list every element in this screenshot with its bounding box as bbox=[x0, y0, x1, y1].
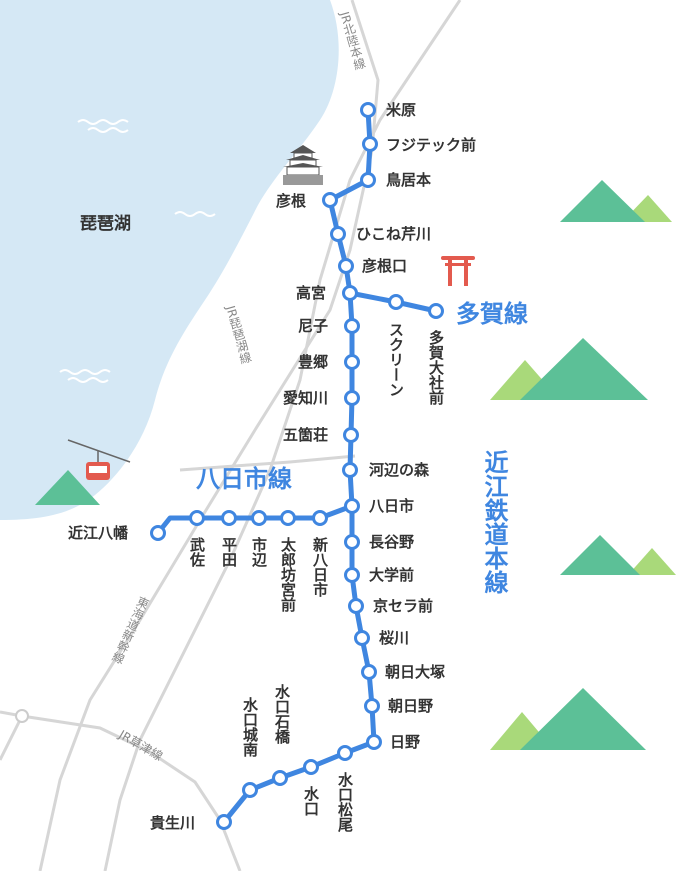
station-dot-asahino[interactable] bbox=[364, 698, 380, 714]
station-dot-asahiotsuka[interactable] bbox=[361, 664, 377, 680]
station-dot-hikone[interactable] bbox=[322, 192, 338, 208]
lake-waves bbox=[59, 119, 216, 383]
ropeway-icon bbox=[67, 439, 131, 480]
station-label-echigawa[interactable]: 愛知川 bbox=[283, 389, 328, 407]
line-name-yokaichi: 八日市線 bbox=[196, 465, 292, 493]
jr-branch-line-2 bbox=[0, 715, 24, 761]
station-dot-takamiya[interactable] bbox=[342, 285, 358, 301]
station-dot-shinyokaichi[interactable] bbox=[312, 510, 328, 526]
station-label-sakuragawa[interactable]: 桜川 bbox=[379, 629, 409, 647]
mountain-2-large bbox=[520, 338, 648, 400]
station-label-musa[interactable]: 武佐 bbox=[188, 536, 206, 567]
lake-label: 琵琶湖 bbox=[80, 214, 131, 234]
station-label-minakuchijonan[interactable]: 水口城南 bbox=[241, 696, 259, 758]
station-dot-daigaku[interactable] bbox=[344, 567, 360, 583]
station-dot-tagataisha[interactable] bbox=[428, 303, 444, 319]
station-label-hirata[interactable]: 平田 bbox=[220, 537, 238, 568]
jr-junction bbox=[15, 709, 29, 723]
station-label-amago[interactable]: 尼子 bbox=[298, 317, 328, 335]
station-label-asahino[interactable]: 朝日野 bbox=[388, 697, 433, 715]
line-name-main: 近江鉄道本線 bbox=[480, 450, 508, 595]
station-label-hase[interactable]: 長谷野 bbox=[369, 533, 414, 551]
castle-icon bbox=[283, 145, 323, 185]
station-dot-serikawa[interactable] bbox=[330, 226, 346, 242]
station-dot-maibara[interactable] bbox=[360, 102, 376, 118]
station-dot-minakuchi[interactable] bbox=[303, 759, 319, 775]
station-label-yokaichi[interactable]: 八日市 bbox=[368, 497, 414, 515]
station-label-daigaku[interactable]: 大学前 bbox=[369, 566, 414, 584]
mountain-3-small bbox=[628, 548, 676, 575]
station-dot-musa[interactable] bbox=[189, 510, 205, 526]
station-dot-toyosato[interactable] bbox=[344, 354, 360, 370]
jr-hokuriku-line bbox=[350, 0, 380, 151]
station-label-asahiotsuka[interactable]: 朝日大塚 bbox=[385, 663, 445, 681]
station-label-minakuchimatsuo[interactable]: 水口松尾 bbox=[336, 771, 354, 833]
line-name-taga: 多賀線 bbox=[456, 300, 528, 328]
station-dot-kibukawa[interactable] bbox=[216, 814, 232, 830]
mountain-4-large bbox=[520, 688, 646, 750]
station-dot-amago[interactable] bbox=[344, 318, 360, 334]
station-dot-gokasho[interactable] bbox=[343, 427, 359, 443]
station-dot-screen[interactable] bbox=[388, 294, 404, 310]
station-label-takamiya[interactable]: 高宮 bbox=[296, 284, 326, 302]
station-dot-kyocera[interactable] bbox=[348, 598, 364, 614]
station-dot-yokaichi[interactable] bbox=[344, 498, 360, 514]
torii-icon bbox=[441, 256, 475, 286]
jr-kusatsu-label: JR草津線 bbox=[116, 726, 166, 763]
station-label-hino[interactable]: 日野 bbox=[390, 733, 420, 751]
station-label-kyocera[interactable]: 京セラ前 bbox=[373, 597, 433, 615]
station-label-serikawa[interactable]: ひこね芹川 bbox=[356, 225, 431, 243]
mountain-lake-shore bbox=[35, 470, 100, 505]
station-dot-hase[interactable] bbox=[344, 534, 360, 550]
station-dot-taroubougu[interactable] bbox=[280, 510, 296, 526]
station-label-toriimoto[interactable]: 鳥居本 bbox=[386, 171, 431, 189]
station-dot-hirata[interactable] bbox=[221, 510, 237, 526]
station-label-screen[interactable]: スクリーン bbox=[387, 322, 405, 397]
station-dot-fujitec[interactable] bbox=[362, 136, 378, 152]
station-labels-vertical: スクリーン 多賀大社前 新八日市 太郎坊宮前 市辺 平田 武佐 水口松尾 水口 … bbox=[188, 322, 445, 833]
jr-tokaido-label: 東海道新幹線 bbox=[109, 594, 151, 666]
mountain-3-large bbox=[560, 535, 640, 575]
station-labels: 米原 フジテック前 鳥居本 彦根 ひこね芹川 彦根口 高宮 尼子 豊郷 愛知川 … bbox=[68, 101, 476, 832]
station-label-minakuchiishibashi[interactable]: 水口石橋 bbox=[273, 683, 291, 745]
station-dot-hikoneguchi[interactable] bbox=[338, 258, 354, 274]
station-dot-minakuchimatsuo[interactable] bbox=[337, 745, 353, 761]
station-dot-hino[interactable] bbox=[366, 734, 382, 750]
station-dot-ichinobe[interactable] bbox=[251, 510, 267, 526]
station-dot-toriimoto[interactable] bbox=[360, 172, 376, 188]
station-dot-kawabe[interactable] bbox=[342, 462, 358, 478]
mountain-icon bbox=[35, 180, 676, 750]
jr-branch-line bbox=[179, 454, 356, 472]
jr-biwako-label: JR琵琶湖線 bbox=[223, 303, 253, 365]
station-label-toyosato[interactable]: 豊郷 bbox=[298, 353, 328, 371]
station-label-taroubougu[interactable]: 太郎坊宮前 bbox=[279, 536, 297, 613]
station-label-maibara[interactable]: 米原 bbox=[386, 101, 416, 119]
station-dot-minakuchiishibashi[interactable] bbox=[272, 770, 288, 786]
station-label-gokasho[interactable]: 五箇荘 bbox=[283, 426, 328, 444]
station-label-ichinobe[interactable]: 市辺 bbox=[250, 536, 268, 567]
station-dot-sakuragawa[interactable] bbox=[354, 630, 370, 646]
station-label-kawabe[interactable]: 河辺の森 bbox=[369, 461, 430, 479]
lake-biwa bbox=[0, 0, 339, 520]
station-label-kibukawa[interactable]: 貴生川 bbox=[150, 814, 195, 832]
mountain-1-large bbox=[560, 180, 645, 222]
jr-tokaido-line bbox=[103, 0, 462, 871]
jr-hokuriku-label: JR北陸本線 bbox=[337, 9, 367, 71]
station-dot-omihachiman[interactable] bbox=[150, 525, 166, 541]
station-label-shinyokaichi[interactable]: 新八日市 bbox=[311, 536, 329, 598]
station-label-hikone[interactable]: 彦根 bbox=[276, 192, 306, 210]
station-dot-echigawa[interactable] bbox=[344, 390, 360, 406]
station-label-omihachiman[interactable]: 近江八幡 bbox=[68, 524, 129, 542]
station-label-tagataisha[interactable]: 多賀大社前 bbox=[427, 329, 445, 406]
station-label-fujitec[interactable]: フジテック前 bbox=[386, 136, 476, 154]
station-dot-minakuchijonan[interactable] bbox=[242, 782, 258, 798]
station-markers bbox=[150, 102, 444, 830]
station-label-minakuchi[interactable]: 水口 bbox=[302, 785, 320, 816]
station-label-hikoneguchi[interactable]: 彦根口 bbox=[362, 257, 407, 275]
